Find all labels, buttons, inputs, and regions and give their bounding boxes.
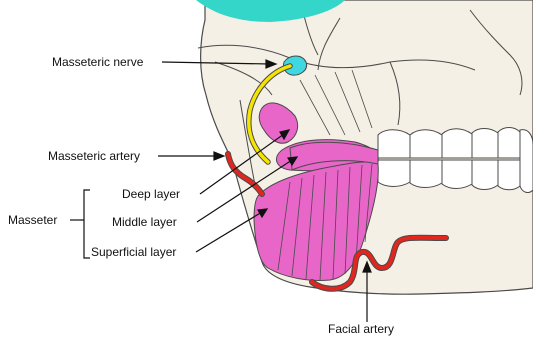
- label-facial-artery: Facial artery: [328, 322, 394, 336]
- masseter-bracket: [80, 190, 90, 258]
- label-masseteric-artery: Masseteric artery: [48, 149, 140, 163]
- lower-teeth: [378, 160, 520, 190]
- label-masseteric-nerve: Masseteric nerve: [52, 55, 143, 69]
- label-middle-layer: Middle layer: [112, 215, 177, 229]
- label-superficial-layer: Superficial layer: [91, 245, 176, 259]
- label-deep-layer: Deep layer: [122, 187, 180, 201]
- incisors: [520, 130, 533, 193]
- upper-teeth: [378, 128, 520, 159]
- label-masseter: Masseter: [8, 213, 57, 227]
